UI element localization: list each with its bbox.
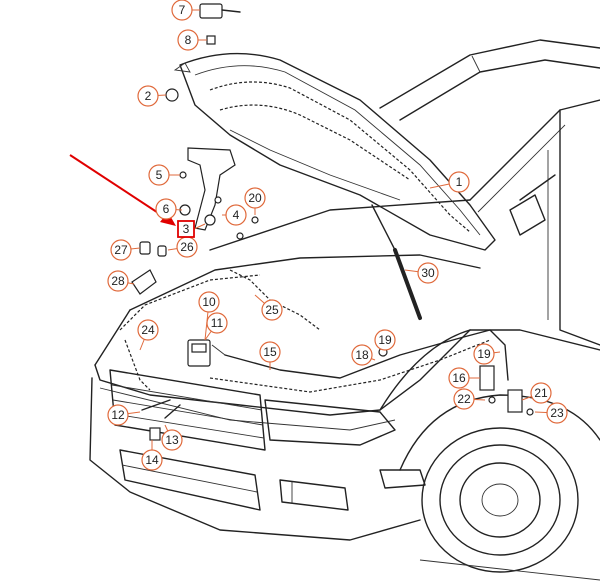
callout-label: 24: [141, 323, 155, 337]
callout-circle: [448, 171, 470, 193]
callout-label: 25: [265, 303, 279, 317]
callout-label: 6: [163, 202, 170, 216]
callout-label: 18: [355, 348, 369, 362]
callout-circle: [148, 164, 170, 186]
callout-circle: [546, 402, 568, 424]
callout-label: 16: [452, 371, 466, 385]
callout-label: 30: [421, 266, 435, 280]
callout-label: 10: [202, 295, 216, 309]
callout-18: 18: [351, 344, 376, 366]
callout-label: 26: [180, 240, 194, 254]
callout-24: 24: [137, 319, 159, 351]
callout-2: 2: [137, 85, 167, 107]
callout-26: 26: [167, 236, 198, 258]
highlight-box: [177, 220, 195, 238]
callout-25: 25: [254, 294, 283, 321]
callout-circle: [137, 319, 159, 341]
callout-27: 27: [110, 239, 141, 261]
callout-4: 4: [222, 204, 247, 226]
callout-5: 5: [148, 164, 180, 186]
callout-label: 13: [165, 433, 179, 447]
callout-14: 14: [141, 440, 163, 471]
callout-21: 21: [521, 382, 552, 404]
callout-16: 16: [448, 367, 480, 389]
callout-label: 28: [111, 274, 125, 288]
hood-panel: [173, 52, 496, 251]
callout-label: 12: [111, 408, 125, 422]
callout-13: 13: [161, 424, 183, 451]
callout-circle: [206, 312, 228, 334]
callout-28: 28: [107, 270, 135, 292]
callout-8: 8: [177, 29, 207, 51]
callout-circle: [137, 85, 159, 107]
hood-lock: [187, 339, 211, 367]
callout-22: 22: [453, 388, 486, 410]
callout-label: 22: [457, 392, 471, 406]
callout-6: 6: [155, 198, 183, 220]
callout-circle: [417, 262, 439, 284]
callout-circle: [107, 404, 129, 426]
highlighted-callout: 3: [177, 220, 206, 238]
callout-circle: [177, 29, 199, 51]
hinge-assembly: [187, 3, 241, 231]
highlighted-callout-label: 3: [183, 222, 190, 236]
callout-23: 23: [534, 402, 568, 424]
callout-7: 7: [171, 0, 200, 21]
callout-circle: [453, 388, 475, 410]
callout-20: 20: [244, 187, 266, 215]
callout-circle: [110, 239, 132, 261]
callout-label: 23: [550, 406, 564, 420]
callout-12: 12: [107, 404, 141, 426]
callout-label: 11: [211, 316, 224, 330]
callout-label: 19: [378, 333, 392, 347]
callout-label: 4: [233, 208, 240, 222]
callout-label: 5: [156, 168, 163, 182]
callout-label: 1: [456, 175, 463, 189]
callout-label: 2: [145, 89, 152, 103]
callout-circle: [473, 343, 495, 365]
callout-11: 11: [204, 312, 228, 341]
callout-circle: [530, 382, 552, 404]
callout-circle: [171, 0, 193, 21]
callout-circle: [141, 449, 163, 471]
callout-label: 8: [185, 33, 192, 47]
callout-circle: [198, 291, 220, 313]
callout-label: 20: [248, 191, 262, 205]
callout-label: 15: [263, 345, 277, 359]
car-body-outline: [89, 39, 600, 581]
callout-circle: [244, 187, 266, 209]
callout-circle: [374, 329, 396, 351]
callout-label: 19: [477, 347, 491, 361]
callout-circle: [259, 341, 281, 363]
callout-circle: [107, 270, 129, 292]
callout-circle: [261, 299, 283, 321]
callout-circle: [351, 344, 373, 366]
callout-circle: [161, 429, 183, 451]
small-parts: [131, 35, 534, 441]
callout-circle: [155, 198, 177, 220]
callout-19: 19: [374, 329, 396, 351]
callout-30: 30: [404, 262, 439, 284]
callout-19: 19: [473, 343, 501, 365]
callout-1: 1: [429, 171, 470, 193]
callout-15: 15: [259, 341, 281, 370]
callout-label: 27: [114, 243, 128, 257]
callout-circle: [448, 367, 470, 389]
callout-circle: [225, 204, 247, 226]
callout-label: 7: [179, 3, 186, 17]
callout-label: 14: [145, 453, 159, 467]
callout-label: 21: [534, 386, 548, 400]
gas-strut: [371, 204, 422, 320]
